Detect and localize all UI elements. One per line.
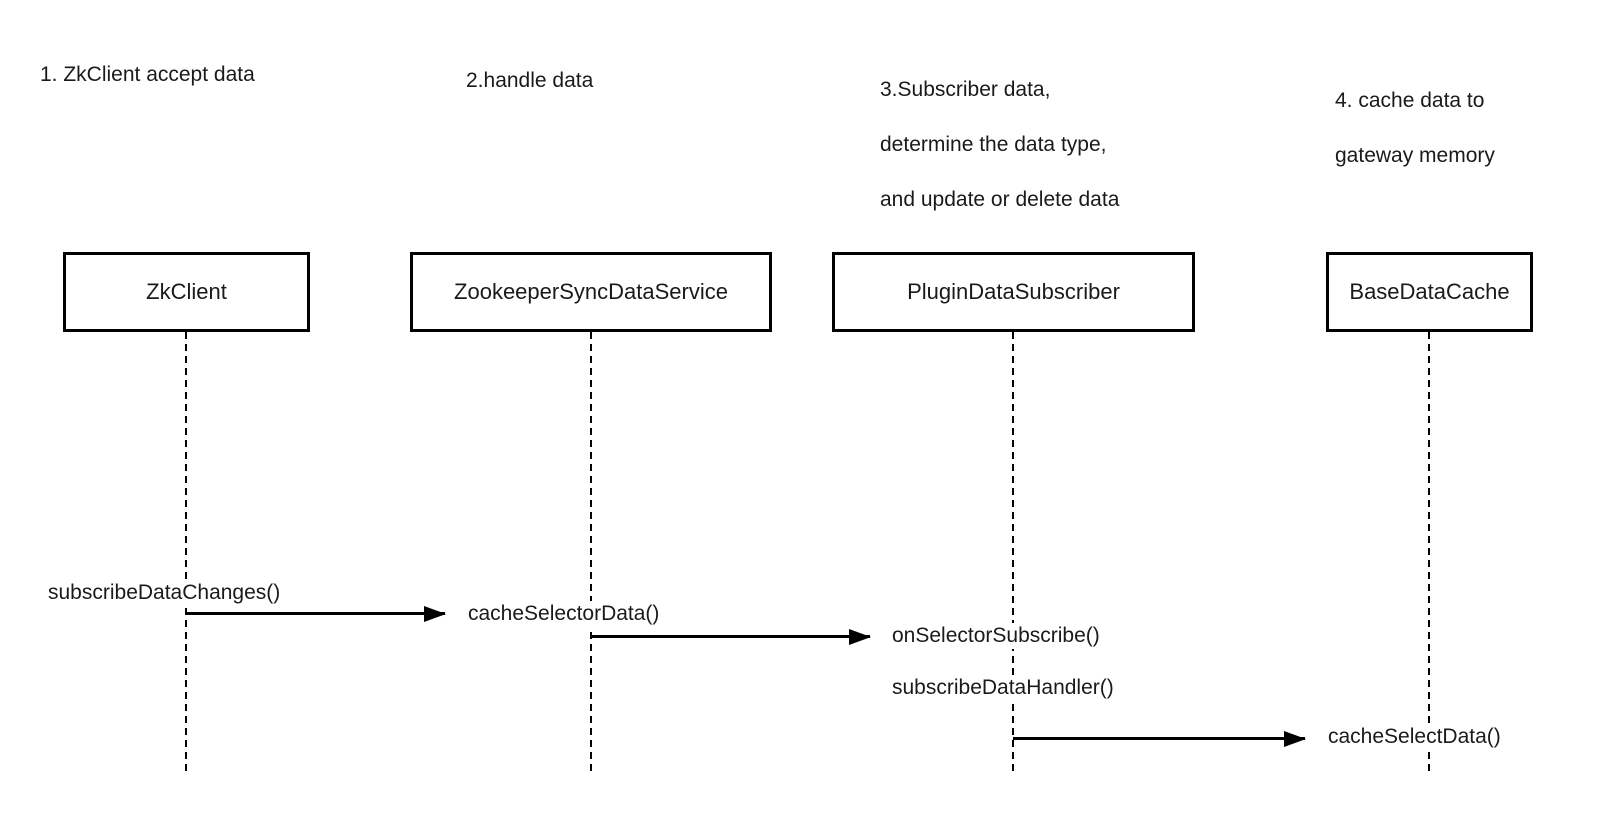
message-label-cacheselectdata: cacheSelectData() — [1325, 724, 1504, 750]
participant-label: ZookeeperSyncDataService — [454, 279, 728, 304]
participant-plugindatasubscriber: PluginDataSubscriber — [832, 252, 1195, 332]
annotation-line: 1. ZkClient accept data — [40, 63, 255, 86]
arrowhead-right-icon — [424, 605, 446, 622]
annotation-line: determine the data type, — [880, 133, 1107, 156]
participant-basedatacache: BaseDataCache — [1326, 252, 1533, 332]
message-arrow-cacheselectordata — [590, 628, 871, 645]
annotation-line: and update or delete data — [880, 188, 1120, 211]
lifeline-zkclient — [185, 332, 187, 772]
message-label-onselectorsubscribe: onSelectorSubscribe() — [889, 623, 1103, 649]
annotation-line: 2.handle data — [466, 69, 594, 92]
lifeline-plugindatasubscriber — [1012, 332, 1014, 772]
participant-zkclient: ZkClient — [63, 252, 310, 332]
participant-zookeepersyncdataservice: ZookeeperSyncDataService — [410, 252, 772, 332]
lifeline-zookeepersyncdataservice — [590, 332, 592, 772]
annotation-line: 4. cache data to — [1335, 89, 1485, 112]
arrowhead-right-icon — [1284, 730, 1306, 747]
participant-label: ZkClient — [146, 279, 227, 304]
annotation-line: 3.Subscriber data, — [880, 78, 1051, 101]
participant-label: PluginDataSubscriber — [907, 279, 1120, 304]
annotation-step-2: 2.handle data — [466, 68, 593, 94]
message-arrow-cacheselectdata — [1013, 730, 1306, 747]
annotation-step-4: 4. cache data to gateway memory — [1335, 73, 1495, 183]
lifeline-basedatacache — [1428, 332, 1430, 772]
participant-label: BaseDataCache — [1349, 279, 1510, 304]
annotation-step-1: 1. ZkClient accept data — [40, 62, 255, 88]
message-label-subscribedatahandler: subscribeDataHandler() — [889, 675, 1117, 701]
message-arrow-subscribedatachanges — [186, 605, 446, 622]
message-label-subscribedatachanges: subscribeDataChanges() — [45, 580, 284, 606]
annotation-line: gateway memory — [1335, 144, 1495, 167]
annotation-step-3: 3.Subscriber data, determine the data ty… — [880, 62, 1119, 227]
message-label-cacheselectordata: cacheSelectorData() — [465, 601, 663, 627]
arrowhead-right-icon — [849, 628, 871, 645]
